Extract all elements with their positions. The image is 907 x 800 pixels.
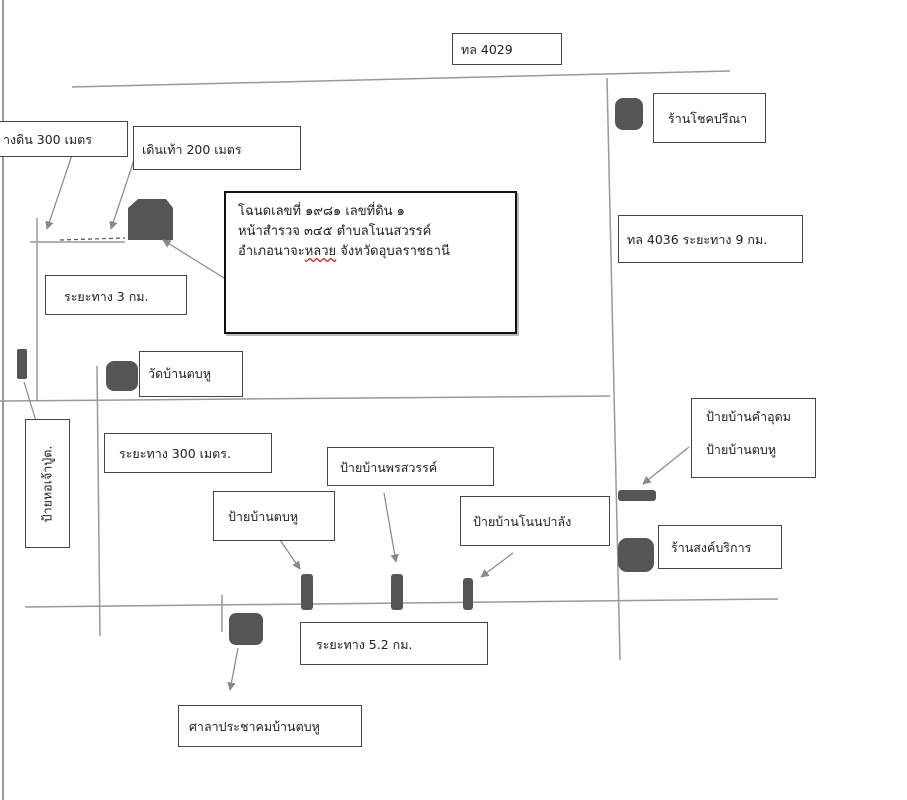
sign-khamudom-tobhu-label: ป้ายบ้านคำอุดม ป้ายบ้านตบหู [691,398,816,478]
arrow-sala [227,647,239,691]
arrow-deed [162,239,225,279]
sign-phonsawan-post-icon [391,574,403,610]
sign-tobhu-post-icon [301,574,313,610]
road-4036 [606,77,621,661]
shrine-sign-text: ป้ายหอเจ้าปู่ต. [39,445,55,522]
footpath-dashed [59,237,126,241]
wat-label: วัดบ้านตบหู [139,351,243,397]
sign-khamudom-post-icon [618,490,656,501]
deed-line-2: หน้าสำรวจ ๓๔๕ ตำบลโนนสวรรค์ [238,224,432,240]
deed-line-3-a: อำเภอนาจะ [238,244,305,260]
sign-nonpalang-label: ป้ายบ้านโนนปาลัง [460,496,610,546]
distance-52km-label: ระยะทาง 5.2 กม. [300,622,488,665]
road-4029-label: ทล 4029 [452,33,562,65]
shop-chokpareena-icon [615,98,643,130]
sign-tobhu-2-text: ป้ายบ้านตบหู [706,441,777,457]
land-plot-marker-icon [128,199,173,240]
shop-songborikan-label: ร้านสงค์บริการ [658,525,782,569]
road-4029 [71,70,731,88]
deed-line-3: อำเภอนาจะหลวย จังหวัดอุบลราชธานี [238,242,503,262]
distance-3km-label: ระยะทาง 3 กม. [45,275,187,315]
walk-label: เดินเท้า 200 เมตร [133,126,301,170]
arrow-sign-tobhu [277,536,301,570]
shrine-sign-post-icon [17,349,27,379]
wat-icon [106,361,138,391]
arrow-sign-nonpalang [480,552,514,578]
deed-line-3-b: จังหวัดอุบลราชธานี [336,244,450,260]
land-deed-box: โฉนดเลขที่ ๑๙๘๑ เลขที่ดิน ๑ หน้าสำรวจ ๓๔… [224,191,517,334]
arrow-walk [109,159,135,230]
sign-nonpalang-post-icon [463,578,473,610]
sign-phonsawan-label: ป้ายบ้านพรสวรรค์ [327,447,494,486]
shop-chokpareena-label: ร้านโชคปรีณา [653,93,766,143]
arrow-shrine [23,381,37,422]
road-village-horizontal [0,395,611,402]
road-village-vertical [96,365,101,637]
sala-label: ศาลาประชาคมบ้านตบหู [178,705,362,747]
arrow-sign-phonsawan [383,492,399,563]
deed-line-3-spellmark: หลวย [304,244,337,260]
deed-line-1: โฉนดเลขที่ ๑๙๘๑ เลขที่ดิน ๑ [238,204,405,219]
dirt-road-label: างดิน 300 เมตร [0,121,128,157]
arrow-dirt-road [45,154,73,230]
road-4036-label: ทล 4036 ระยะทาง 9 กม. [618,215,803,263]
sala-icon [229,613,263,645]
shrine-sign-label: ป้ายหอเจ้าปู่ต. [25,419,70,548]
shop-songborikan-icon [618,538,654,572]
distance-300m-label: ระยะทาง 300 เมตร. [104,433,272,473]
sign-tobhu-label: ป้ายบ้านตบหู [213,491,335,541]
sign-khamudom-text: ป้ายบ้านคำอุดม [706,409,792,424]
arrow-sign-khamudom [642,446,690,485]
